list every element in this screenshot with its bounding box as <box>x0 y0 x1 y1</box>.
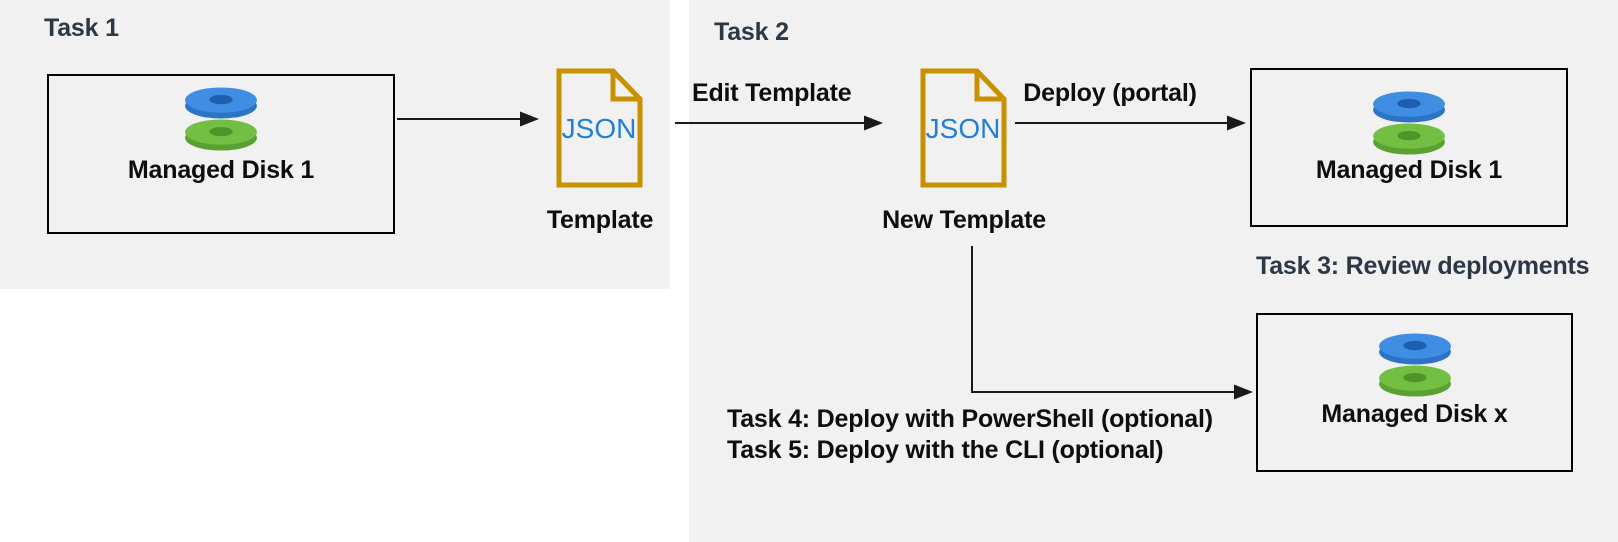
task45-text-block: Task 4: Deploy with PowerShell (optional… <box>727 404 1213 466</box>
managed-disk-1-deployed-label: Managed Disk 1 <box>1315 156 1503 184</box>
managed-disk-x-label: Managed Disk x <box>1321 400 1508 428</box>
task3-heading: Task 3: Review deployments <box>1256 252 1590 280</box>
task2-heading: Task 2 <box>714 18 789 46</box>
managed-disk-icon <box>182 86 260 152</box>
task5-label: Task 5: Deploy with the CLI (optional) <box>727 436 1164 464</box>
managed-disk-icon <box>1370 90 1448 156</box>
json-file-icon: JSON <box>920 68 1007 188</box>
managed-disk-1-label: Managed Disk 1 <box>127 156 315 184</box>
task4-label: Task 4: Deploy with PowerShell (optional… <box>727 405 1213 433</box>
managed-disk-1-deployed-box <box>1250 68 1568 227</box>
managed-disk-1-box <box>47 74 395 234</box>
json-file-icon: JSON <box>556 68 643 188</box>
task1-heading: Task 1 <box>44 14 119 42</box>
json-file-text: JSON <box>926 113 1001 144</box>
edit-template-label: Edit Template <box>692 79 852 107</box>
managed-disk-x-box <box>1256 313 1573 472</box>
json-file-text: JSON <box>562 113 637 144</box>
template-caption: Template <box>546 206 654 234</box>
deploy-portal-label: Deploy (portal) <box>1023 79 1197 107</box>
new-template-caption: New Template <box>882 206 1046 234</box>
managed-disk-icon <box>1376 332 1454 398</box>
